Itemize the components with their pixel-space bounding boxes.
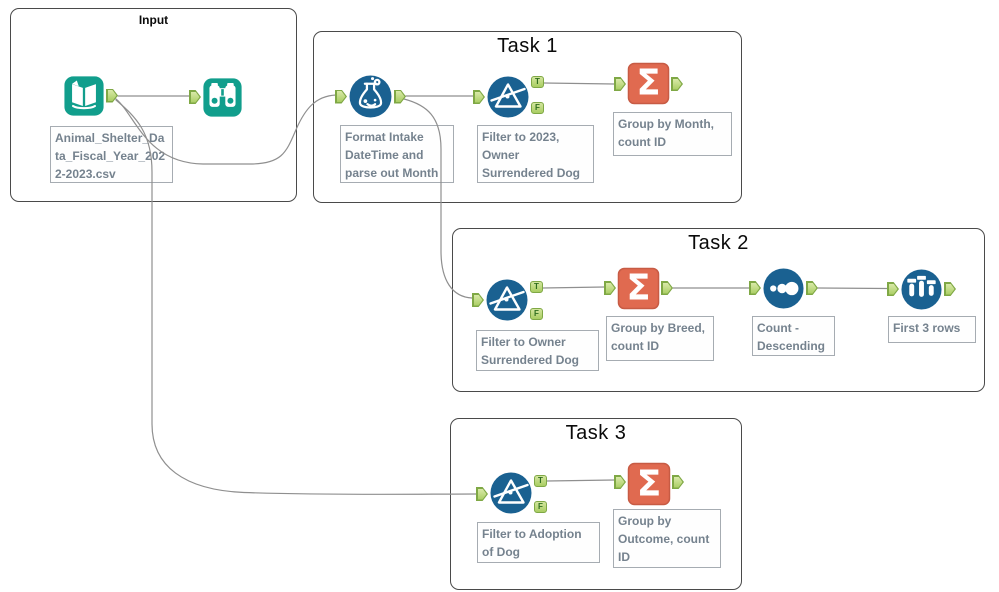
wire-input-to-formula[interactable]: [115, 94, 337, 165]
input-data-book-icon: [64, 76, 104, 116]
input-anchor[interactable]: [476, 487, 488, 501]
output-anchor[interactable]: [661, 281, 673, 295]
tool-sample-task2[interactable]: [887, 268, 956, 311]
filter-funnel-icon: [490, 472, 532, 514]
true-output-anchor[interactable]: T: [534, 475, 547, 487]
input-anchor[interactable]: [189, 90, 201, 104]
input-anchor[interactable]: [335, 89, 347, 104]
tool-container-input[interactable]: Input: [10, 8, 297, 202]
annotation-filter-task1: Filter to 2023, Owner Surrendered Dog: [477, 125, 594, 183]
false-output-anchor[interactable]: F: [530, 308, 543, 320]
summarize-sigma-icon: Σ: [627, 62, 670, 105]
container-title-input: Input: [138, 13, 169, 27]
output-anchor[interactable]: [394, 89, 406, 104]
svg-text:Σ: Σ: [626, 268, 650, 309]
annotation-summarize-task3: Group by Outcome, count ID: [613, 509, 721, 568]
output-anchor[interactable]: [671, 77, 683, 91]
tool-container-task1[interactable]: Task 1: [313, 31, 742, 203]
annotation-summarize-task2: Group by Breed, count ID: [606, 316, 714, 361]
output-anchor[interactable]: [806, 281, 818, 295]
sort-dots-icon: [763, 268, 804, 309]
false-output-anchor[interactable]: F: [531, 102, 544, 114]
wire-filter-true-to-summarize-task3[interactable]: [546, 479, 615, 482]
tool-container-task2[interactable]: Task 2: [452, 228, 985, 392]
tool-input-data[interactable]: [63, 75, 118, 117]
filter-funnel-icon: [487, 76, 529, 118]
summarize-sigma-icon: Σ: [627, 462, 671, 506]
wire-formula-to-filter-task2[interactable]: [403, 98, 473, 299]
tool-summarize-task2[interactable]: Σ: [604, 267, 673, 310]
svg-text:Σ: Σ: [637, 464, 662, 505]
output-anchor[interactable]: [672, 475, 684, 489]
false-output-anchor[interactable]: F: [534, 501, 547, 513]
browse-binoculars-icon: [203, 78, 242, 117]
container-title-task1: Task 1: [497, 35, 558, 57]
sample-test-tubes-icon: [901, 269, 942, 310]
input-anchor[interactable]: [749, 281, 761, 295]
summarize-sigma-icon: Σ: [617, 267, 660, 310]
svg-text:Σ: Σ: [636, 63, 660, 104]
tool-filter-task3[interactable]: T F: [476, 471, 547, 515]
annotation-filter-task3: Filter to Adoption of Dog: [477, 522, 600, 563]
output-anchor[interactable]: [106, 88, 118, 103]
true-output-anchor[interactable]: T: [530, 281, 543, 293]
tool-filter-task2[interactable]: T F: [472, 278, 543, 322]
formula-flask-icon: [349, 75, 392, 118]
tool-formula[interactable]: [335, 74, 406, 119]
tool-sort-task2[interactable]: [749, 267, 818, 310]
annotation-filter-task2: Filter to Owner Surrendered Dog: [476, 330, 599, 371]
tool-summarize-task1[interactable]: Σ: [614, 62, 683, 105]
annotation-summarize-task1: Group by Month, count ID: [613, 112, 732, 156]
wire-input-to-filter-task3[interactable]: [115, 99, 477, 495]
input-anchor[interactable]: [472, 293, 484, 307]
filter-funnel-icon: [486, 279, 528, 321]
output-anchor[interactable]: [944, 282, 956, 296]
input-anchor[interactable]: [614, 475, 626, 489]
tool-filter-task1[interactable]: T F: [473, 75, 544, 119]
annotation-sort-task2: Count - Descending: [752, 316, 835, 356]
wire-filter-true-to-summarize-task2[interactable]: [542, 286, 605, 289]
tool-summarize-task3[interactable]: Σ: [614, 462, 684, 506]
wire-filter-true-to-summarize-task1[interactable]: [543, 82, 615, 85]
input-anchor[interactable]: [614, 77, 626, 91]
input-anchor[interactable]: [604, 281, 616, 295]
wire-sort-to-sample-task2[interactable]: [817, 287, 888, 290]
input-anchor[interactable]: [473, 90, 485, 104]
tool-container-task3[interactable]: Task 3: [450, 418, 742, 590]
annotation-sample-task2: First 3 rows: [888, 316, 976, 343]
true-output-anchor[interactable]: T: [531, 76, 544, 88]
annotation-formula: Format Intake DateTime and parse out Mon…: [340, 125, 454, 183]
container-title-task2: Task 2: [688, 232, 749, 254]
container-title-task3: Task 3: [565, 422, 627, 444]
input-anchor[interactable]: [887, 282, 899, 296]
tool-browse[interactable]: [189, 77, 243, 118]
